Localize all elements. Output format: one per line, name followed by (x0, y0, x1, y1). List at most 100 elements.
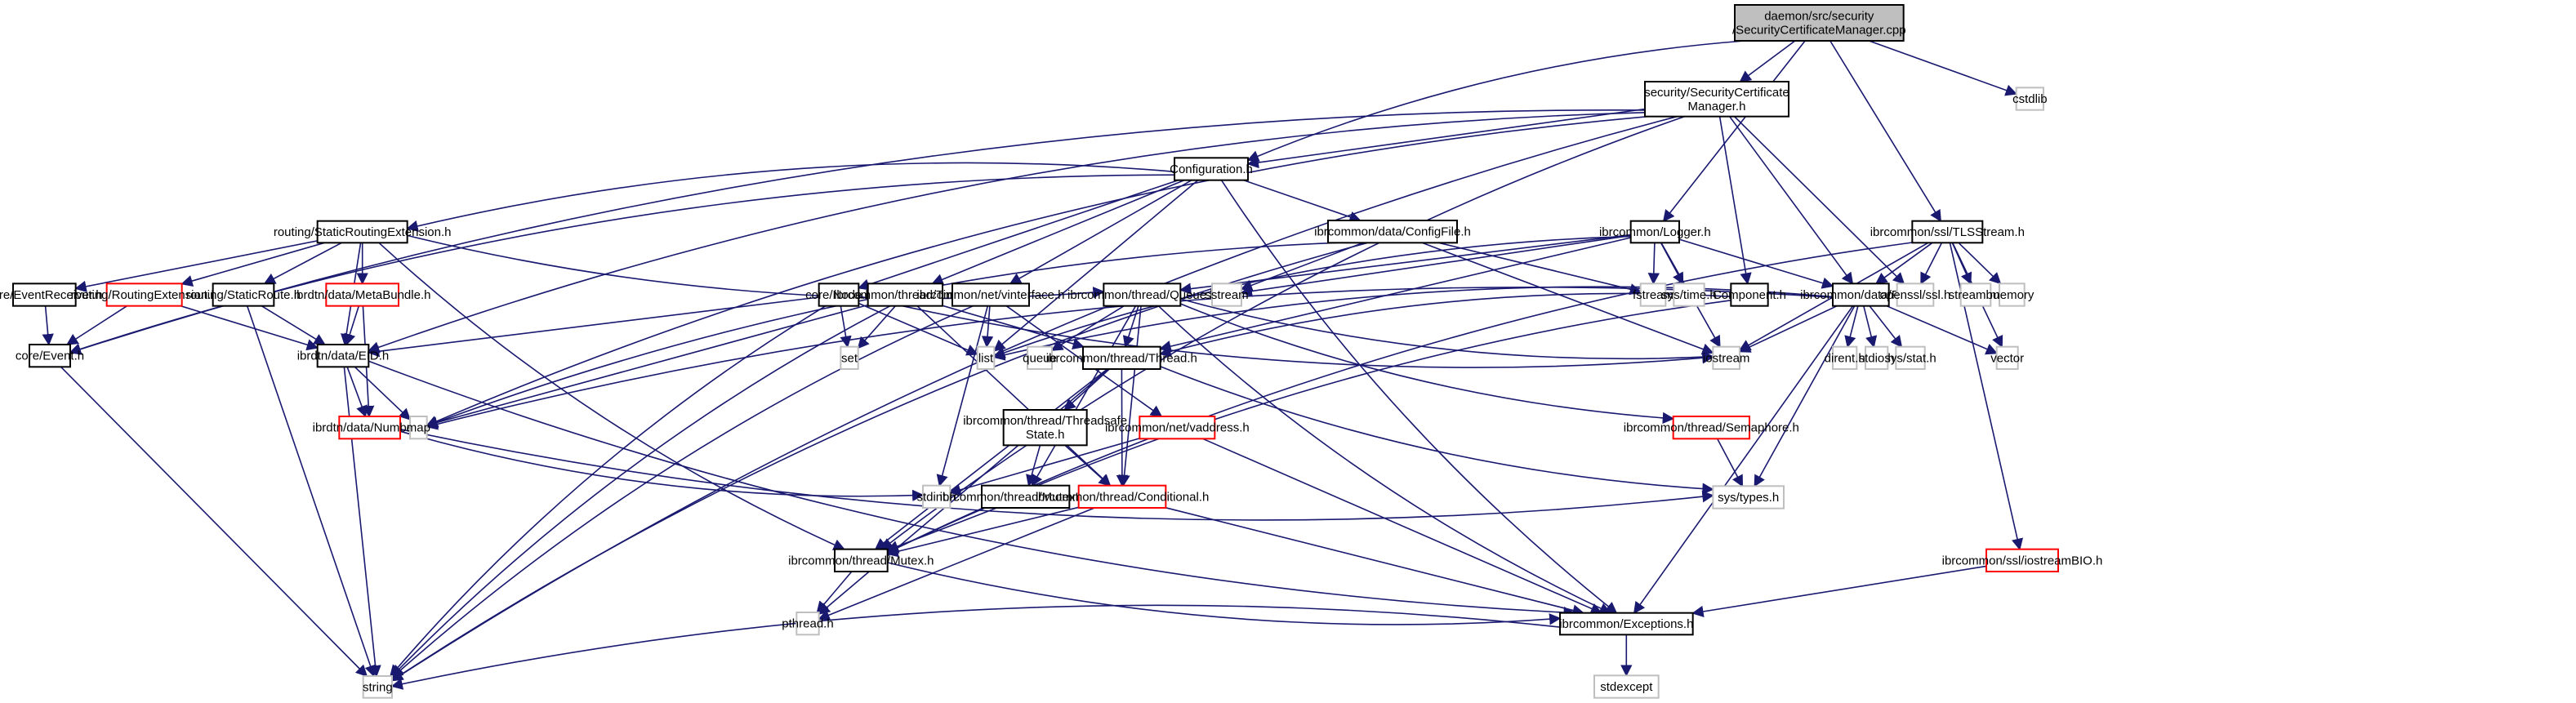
node-vaddress[interactable]: ibrcommon/net/vaddress.h (1105, 416, 1250, 440)
node-static_route[interactable]: routing/StaticRoute.h (186, 283, 301, 307)
node-configfile[interactable]: ibrcommon/data/ConfigFile.h (1314, 220, 1471, 244)
edge-node_h-to-set (840, 305, 852, 349)
edge-vaddress-to-exceptions (1202, 438, 1603, 615)
edge-mutex-to-pthread (816, 571, 853, 614)
edge-eid-to-map (354, 366, 412, 420)
node-sstream-box (1211, 283, 1242, 307)
node-logger[interactable]: ibrcommon/Logger.h (1599, 220, 1711, 244)
edge-logger-to-thread_h (1159, 237, 1631, 353)
edge-eid-to-number (346, 367, 368, 418)
edge-thread_h-to-systypes (1160, 366, 1714, 495)
node-pthread-label: pthread.h (782, 617, 833, 631)
node-vinterface[interactable]: ibrcommon/net/vinterface.h (917, 283, 1065, 307)
edge-logger-to-sstream (1240, 234, 1631, 297)
node-semaphore[interactable]: ibrcommon/thread/Semaphore.h (1624, 416, 1799, 440)
node-routing_ext[interactable]: routing/RoutingExtension.h (71, 283, 218, 307)
node-root[interactable]: daemon/src/security/SecurityCertificateM… (1732, 4, 1906, 42)
node-root-label: daemon/src/security (1764, 10, 1874, 24)
edge-static_routing_ext-to-routing_ext (180, 242, 325, 287)
node-node_h[interactable]: core/Node.h (805, 283, 872, 307)
node-stdio: stdio.h (1859, 345, 1895, 370)
edge-metabundle-to-eid (344, 305, 360, 346)
node-fstream-label: fstream (1633, 288, 1674, 302)
edge-event_h-to-string (60, 366, 368, 678)
edge-configuration-to-list (993, 180, 1199, 352)
node-file_h[interactable]: ibrcommon/data/File.h (1800, 283, 1922, 307)
node-thread_h-label: ibrcommon/thread/Thread.h (1046, 351, 1197, 365)
edge-static_route-to-eid (261, 305, 326, 345)
node-eid[interactable]: ibrdtn/data/EID.h (297, 344, 390, 368)
edge-iostreambio-to-exceptions (1691, 565, 1987, 618)
node-stdint: stdint.h (916, 484, 956, 509)
node-static_routing_ext-box (316, 220, 408, 244)
node-metabundle[interactable]: ibrdtn/data/MetaBundle.h (294, 283, 431, 307)
node-stdexcept-label: stdexcept (1600, 680, 1653, 694)
edge-vinterface-to-stdint (936, 305, 989, 487)
edge-configfile-to-sstream (1240, 242, 1364, 291)
node-timer[interactable]: ibrcommon/thread/Timer.h (834, 283, 977, 307)
node-number-label: ibrdtn/data/Number.h (313, 421, 427, 435)
node-file_h-label: ibrcommon/data/File.h (1800, 288, 1921, 302)
node-metabundle-box (325, 283, 400, 307)
node-root-box (1734, 4, 1905, 42)
edge-vinterface-to-list (981, 305, 994, 349)
edge-vinterface-to-string (390, 305, 974, 679)
edge-configfile-to-iostream (1421, 242, 1714, 355)
node-conditional-box (1077, 484, 1167, 509)
node-static_route-label: routing/StaticRoute.h (186, 288, 301, 302)
node-component-box (1730, 283, 1769, 307)
node-cstdlib-box (2015, 87, 2045, 111)
node-sstream: sstream (1205, 283, 1249, 307)
node-vinterface-label: ibrcommon/net/vinterface.h (917, 288, 1065, 302)
edge-configfile-to-fstream (1438, 242, 1642, 296)
node-string: string (362, 675, 393, 699)
node-event_receiver[interactable]: core/EventReceiver.h (0, 283, 103, 307)
node-component-label: Component.h (1713, 288, 1786, 302)
node-component[interactable]: Component.h (1713, 283, 1786, 307)
node-scm_h-label: Manager.h (1688, 100, 1746, 113)
edge-queue_h-to-thread_h (1122, 305, 1139, 349)
node-stdio-box (1865, 345, 1889, 370)
node-pthread: pthread.h (782, 612, 834, 636)
edge-tlsstream-to-openssl (1920, 242, 1943, 285)
edge-queue_h-to-exceptions (1157, 305, 1612, 614)
node-exceptions-label: ibrcommon/Exceptions.h (1559, 617, 1693, 631)
node-mutexlock[interactable]: ibrcommon/thread/MutexLock.h (940, 484, 1112, 509)
node-static_routing_ext[interactable]: routing/StaticRoutingExtension.h (274, 220, 452, 244)
node-string-box (362, 675, 393, 699)
edge-scm_h-to-event_h (69, 109, 1646, 355)
node-timer-box (867, 283, 943, 307)
node-scm_h[interactable]: security/SecurityCertificateManager.h (1644, 81, 1789, 118)
edge-root-to-logger (1662, 40, 1806, 222)
node-exceptions[interactable]: ibrcommon/Exceptions.h (1559, 612, 1694, 636)
node-queue_h[interactable]: ibrcommon/thread/Queue.h (1067, 283, 1217, 307)
node-vaddress-label: ibrcommon/net/vaddress.h (1105, 421, 1250, 435)
node-tlsstream[interactable]: ibrcommon/ssl/TLSStream.h (1870, 220, 2025, 244)
node-conditional[interactable]: ibrcommon/thread/Conditional.h (1036, 484, 1210, 509)
node-conditional-label: ibrcommon/thread/Conditional.h (1036, 490, 1210, 504)
edge-logger-to-file_h (1678, 238, 1834, 289)
node-thread_h[interactable]: ibrcommon/thread/Thread.h (1046, 345, 1197, 370)
node-cstdlib: cstdlib (2012, 87, 2048, 111)
node-configuration-label: Configuration.h (1170, 162, 1253, 176)
edge-conditional-to-mutex (886, 506, 1079, 558)
node-iostream-box (1712, 345, 1740, 370)
edge-exceptions-to-string (390, 604, 1561, 690)
node-sysstat: sys/stat.h (1884, 345, 1936, 370)
node-scm_h-box (1644, 81, 1789, 118)
node-dirent: dirent.h (1825, 345, 1865, 370)
node-map: map (407, 416, 430, 440)
node-node_h-label: core/Node.h (805, 288, 872, 302)
node-mutex[interactable]: ibrcommon/thread/Mutex.h (788, 548, 934, 573)
node-configuration[interactable]: Configuration.h (1170, 157, 1253, 181)
node-event_h[interactable]: core/Event.h (16, 344, 84, 368)
edge-configuration-to-event_h (69, 174, 1175, 355)
node-systypes: sys/types.h (1712, 485, 1785, 509)
node-iostreambio[interactable]: ibrcommon/ssl/iostreamBIO.h (1942, 548, 2103, 573)
node-static_route-box (212, 283, 275, 307)
edge-root-to-cstdlib (1869, 40, 2018, 96)
node-number[interactable]: ibrdtn/data/Number.h (313, 416, 427, 440)
node-systime: sys/time.h (1661, 283, 1717, 307)
